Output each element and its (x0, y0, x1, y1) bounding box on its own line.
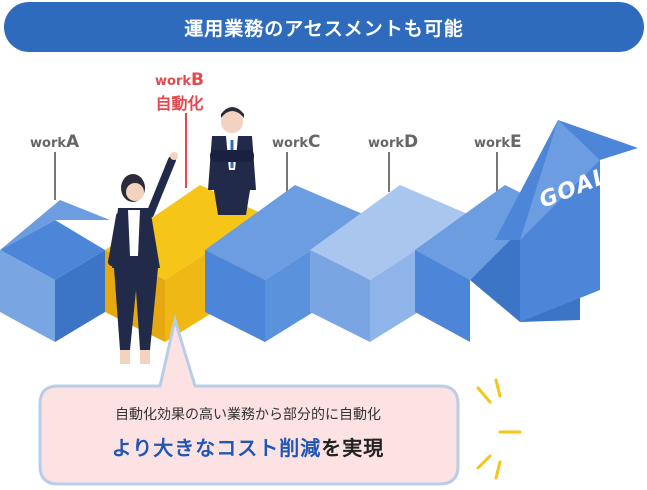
label-worka: workA (30, 132, 79, 152)
label-worke-letter: E (510, 132, 522, 152)
header-banner: 運用業務のアセスメントも可能 (4, 2, 644, 52)
businessman-figure (208, 107, 256, 215)
bubble-highlight: より大きなコスト削減 (111, 436, 322, 460)
label-workd-prefix: work (368, 136, 404, 151)
label-workb-letter: B (191, 70, 204, 90)
header-title: 運用業務のアセスメントも可能 (184, 17, 464, 40)
businesswoman-figure (108, 152, 178, 364)
label-workd-letter: D (404, 132, 419, 152)
label-worke: workE (474, 132, 522, 152)
label-workc: workC (272, 132, 320, 152)
label-workb-sub: 自動化 (155, 94, 204, 113)
label-workc-prefix: work (272, 136, 308, 151)
chevron-worka (0, 200, 110, 342)
label-worka-prefix: work (30, 136, 66, 151)
speech-bubble (38, 314, 460, 486)
label-workc-letter: C (308, 132, 321, 152)
emphasis-rays (476, 378, 522, 480)
bubble-line2: より大きなコスト削減を実現 (38, 432, 458, 461)
label-worka-letter: A (66, 132, 80, 152)
label-workd: workD (368, 132, 418, 152)
bubble-line1: 自動化効果の高い業務から部分的に自動化 (115, 407, 381, 423)
label-workb-prefix: work (155, 74, 191, 89)
bubble-rest: を実現 (321, 436, 385, 460)
goal-arrow (470, 120, 638, 322)
label-workb: workB 自動化 (155, 70, 204, 114)
label-worke-prefix: work (474, 136, 510, 151)
